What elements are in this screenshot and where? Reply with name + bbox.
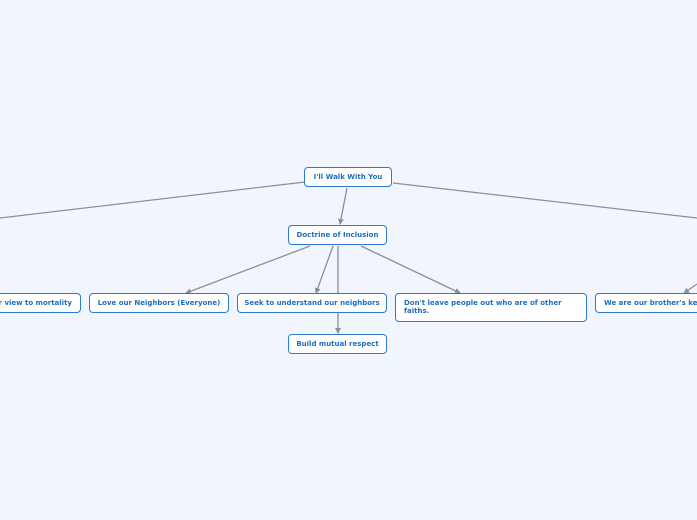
seek-understand-node[interactable]: Seek to understand our neighbors	[237, 293, 387, 313]
connector-root-to-right-branch	[392, 182, 697, 219]
doctrine-node[interactable]: Doctrine of Inclusion	[288, 225, 387, 245]
brothers-keeper-node[interactable]: We are our brother's keeper	[595, 293, 697, 313]
mortality-node-label: Our view to mortality	[0, 299, 72, 307]
connector-root-to-doctrine	[338, 187, 348, 225]
doctrine-node-label: Doctrine of Inclusion	[296, 231, 379, 239]
connector-to-brothers-keeper	[683, 283, 697, 294]
love-neighbors-node-label: Love our Neighbors (Everyone)	[97, 299, 221, 307]
love-neighbors-node[interactable]: Love our Neighbors (Everyone)	[89, 293, 229, 313]
mortality-node[interactable]: Our view to mortality	[0, 293, 81, 313]
mutual-respect-node[interactable]: Build mutual respect	[288, 334, 387, 354]
dont-leave-out-node-label: Don't leave people out who are of other …	[404, 299, 562, 315]
connector-doctrine-to-love-neighbors	[185, 245, 311, 295]
dont-leave-out-node[interactable]: Don't leave people out who are of other …	[395, 293, 587, 322]
connector-doctrine-to-dont-leave-out	[360, 245, 461, 294]
root-node-label: I'll Walk With You	[313, 173, 383, 181]
brothers-keeper-node-label: We are our brother's keeper	[604, 299, 697, 307]
root-node[interactable]: I'll Walk With You	[304, 167, 392, 187]
seek-understand-node-label: Seek to understand our neighbors	[244, 299, 380, 307]
connector-root-to-left-branch	[0, 181, 306, 219]
mutual-respect-node-label: Build mutual respect	[296, 340, 379, 348]
connector-doctrine-to-seek-understand	[314, 245, 334, 294]
